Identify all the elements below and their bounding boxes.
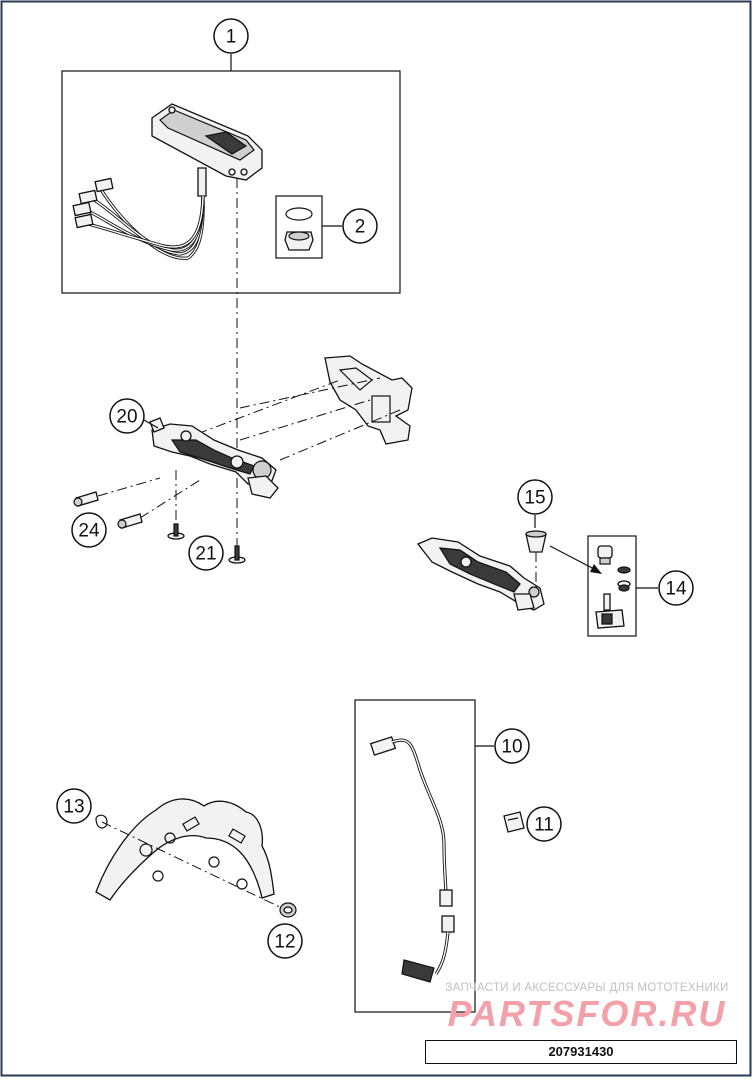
callout-label-10: 10	[501, 737, 522, 758]
brake-disc-assembly	[95, 798, 297, 918]
callout-2: 2	[342, 208, 378, 244]
callout-label-13: 13	[63, 797, 84, 818]
speedometer-assembly	[61, 70, 401, 294]
fastener-box	[587, 535, 637, 637]
small-bracket-assembly	[416, 530, 637, 637]
callout-label-11: 11	[534, 815, 554, 836]
speedometer-kit-box	[61, 70, 401, 294]
callout-10: 10	[494, 728, 530, 764]
brand-logo: PARTSFOR.RU	[447, 993, 727, 1034]
cable-clip	[503, 811, 525, 833]
drawing-number: 207931430	[425, 1040, 737, 1064]
callout-14: 14	[658, 570, 694, 606]
brand-tagline: ЗАПЧАСТИ И АКСЕССУАРЫ ДЛЯ МОТОТЕХНИКИ	[445, 982, 729, 994]
callout-13: 13	[56, 788, 92, 824]
callout-label-20: 20	[116, 407, 137, 428]
sensor-cable-box	[354, 699, 476, 1013]
callout-20: 20	[109, 398, 145, 434]
callout-1: 1	[213, 18, 249, 54]
callout-label-24: 24	[78, 521, 100, 542]
callout-leaders	[143, 54, 658, 747]
callout-label-2: 2	[355, 217, 366, 238]
watermark-brand: ЗАПЧАСТИ И АКСЕССУАРЫ ДЛЯ МОТОТЕХНИКИ PA…	[436, 982, 738, 1032]
callout-label-12: 12	[274, 932, 295, 953]
callout-label-14: 14	[665, 579, 687, 600]
bracket-assembly	[73, 355, 413, 564]
callout-label-15: 15	[524, 488, 545, 509]
callout-24: 24	[71, 512, 107, 548]
grommet-box	[275, 195, 323, 259]
callout-21: 21	[188, 535, 224, 571]
callout-15: 15	[517, 479, 553, 515]
callout-label-1: 1	[226, 27, 237, 48]
sensor-cable-assembly	[354, 699, 476, 1013]
callout-11: 11	[526, 806, 562, 842]
callout-label-21: 21	[195, 544, 216, 565]
callout-12: 12	[267, 923, 303, 959]
